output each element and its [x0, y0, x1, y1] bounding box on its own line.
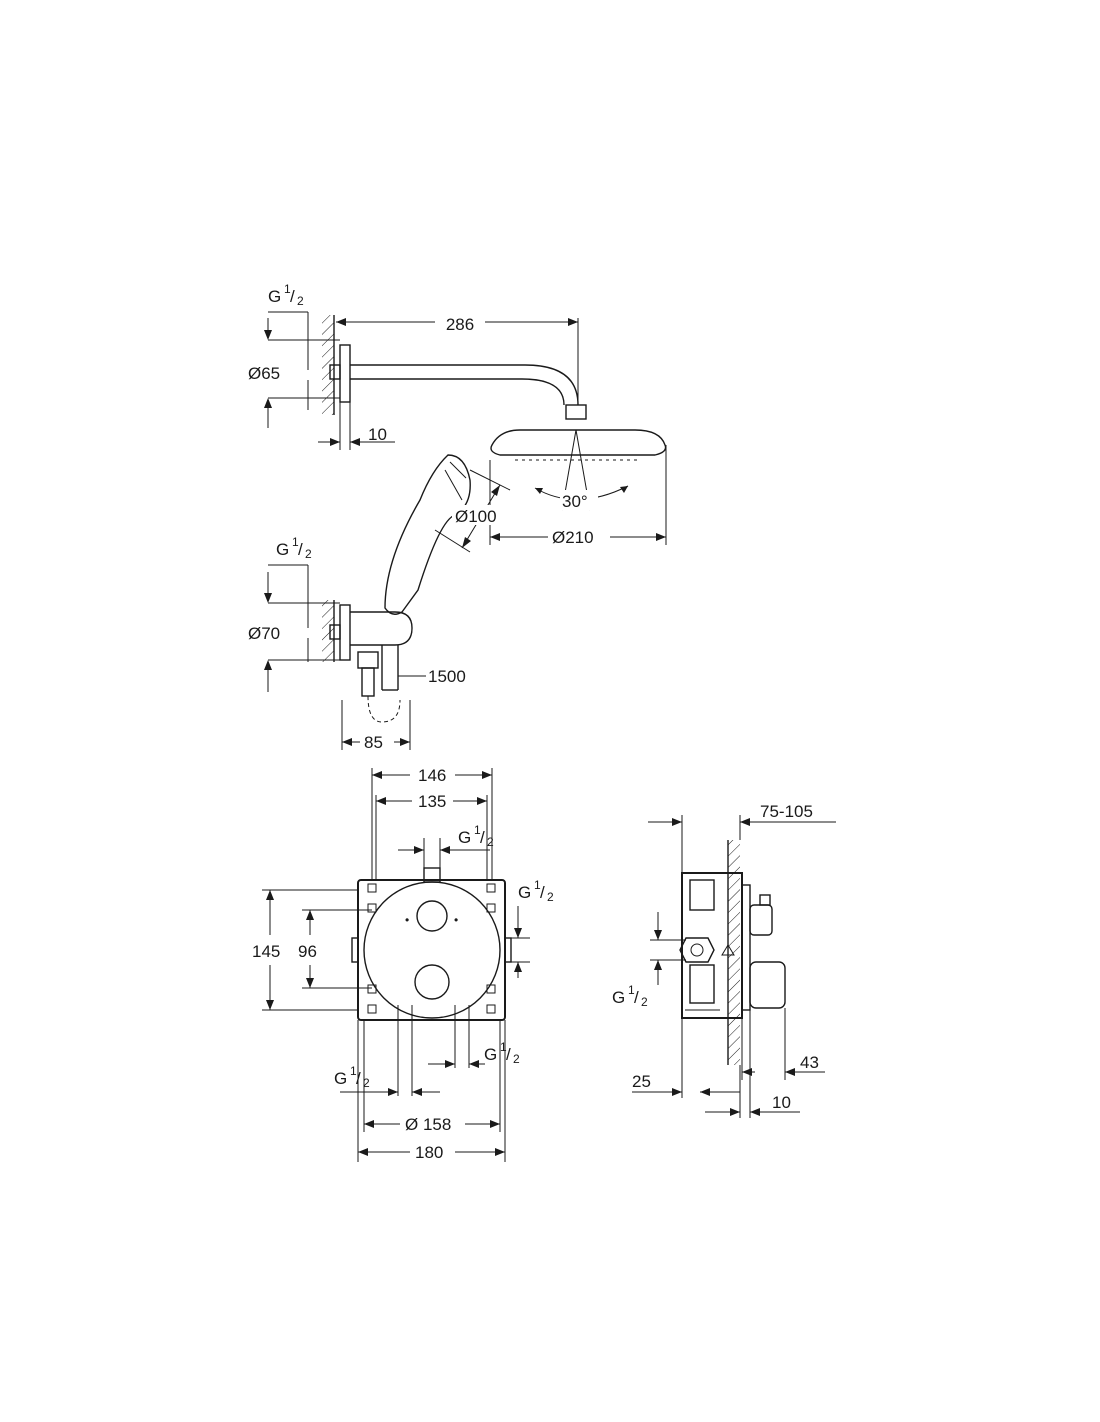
- mixer-plate-width-label: 180: [415, 1143, 443, 1162]
- dim-side-depth-a: 25: [632, 1018, 741, 1118]
- svg-text:/: /: [506, 1045, 511, 1064]
- shower-arm-assembly: [322, 315, 667, 511]
- mixer-top-thread-main: G: [458, 828, 471, 847]
- dim-mixer-width-outer: 146: [371, 766, 493, 880]
- dim-mixer-top-thread: G 1 / 2: [398, 823, 494, 868]
- arm-thread-den: 2: [297, 294, 304, 308]
- mixer-bottom-left-thread-main: G: [334, 1069, 347, 1088]
- hose-length-label: 1500: [428, 667, 466, 686]
- arm-thread-sup: 1: [284, 282, 291, 296]
- arm-flange: [339, 344, 351, 403]
- mixer-width-outer-label: 146: [418, 766, 446, 785]
- dim-arm-length: 286: [336, 312, 579, 405]
- mixer-height-inner-label: 96: [298, 942, 317, 961]
- mixer-right-thread-sup: 1: [534, 878, 541, 892]
- upper-knob: [416, 900, 448, 932]
- dim-hand-diameter: Ø100: [434, 469, 511, 553]
- side-thread-sup: 1: [628, 983, 635, 997]
- side-thread-den: 2: [641, 995, 648, 1009]
- dim-mixer-right-thread: G 1 / 2: [511, 878, 554, 978]
- dim-side-depth-c: 10: [705, 1010, 800, 1118]
- mixer-right-thread-main: G: [518, 883, 531, 902]
- mixer-bottom-left-thread-sup: 1: [350, 1064, 357, 1078]
- mixer-top-thread-den: 2: [487, 835, 494, 849]
- mixer-bottom-left-thread-den: 2: [363, 1076, 370, 1090]
- wall-hatch-side: [728, 840, 740, 1065]
- svg-text:/: /: [290, 287, 295, 306]
- dim-arm-thread: G 1 / 2: [264, 282, 309, 428]
- dim-arm-flange-diameter: Ø65: [248, 339, 340, 399]
- outlet-projection-label: 85: [364, 733, 383, 752]
- outlet-diameter-label: Ø70: [248, 624, 280, 643]
- wall-hatch-mid: [322, 600, 334, 662]
- mixer-top-thread-sup: 1: [474, 823, 481, 837]
- dim-hose-length: 1500: [398, 667, 466, 686]
- dim-side-install-depth: 75-105: [648, 802, 836, 873]
- head-shower: [490, 429, 667, 456]
- dim-mixer-height-outer: 145: [252, 889, 358, 1011]
- dim-outlet-projection: 85: [341, 700, 411, 752]
- side-upper-knob: [749, 904, 773, 936]
- hose-nut: [357, 651, 379, 669]
- side-depth-b-label: 43: [800, 1053, 819, 1072]
- hand-diameter-label: Ø100: [455, 507, 497, 526]
- side-depth-c-label: 10: [772, 1093, 791, 1112]
- dim-mixer-plate-width: 180: [357, 1020, 506, 1162]
- dim-outlet-thread: G 1 / 2: [264, 535, 340, 692]
- mixer-front-view: • •: [351, 867, 512, 1021]
- outlet-thread-main: G: [276, 540, 289, 559]
- dim-mixer-width-inner: 135: [375, 792, 488, 880]
- svg-text:/: /: [298, 540, 303, 559]
- head-diameter-label: Ø210: [552, 528, 594, 547]
- arm-length-label: 286: [446, 315, 474, 334]
- mixer-bottom-right-thread-sup: 1: [500, 1040, 507, 1054]
- wall-outlet: [339, 604, 351, 661]
- dim-side-depth-b: 43: [741, 1008, 825, 1080]
- svg-text:•: •: [405, 913, 409, 927]
- svg-text:/: /: [480, 828, 485, 847]
- side-inlet-nut: [679, 937, 715, 963]
- mixer-side-view: [679, 840, 786, 1065]
- mixer-plate-diameter-label: Ø 158: [405, 1115, 451, 1134]
- arm-flange-depth-label: 10: [368, 425, 387, 444]
- mixer-width-inner-label: 135: [418, 792, 446, 811]
- outlet-thread-den: 2: [305, 547, 312, 561]
- dim-arm-flange-depth: 10: [318, 402, 395, 450]
- head-angle-label: 30°: [562, 492, 588, 511]
- mixer-cover-circle: [363, 881, 501, 1019]
- side-install-depth-label: 75-105: [760, 802, 813, 821]
- svg-text:/: /: [634, 988, 639, 1007]
- mixer-height-outer-label: 145: [252, 942, 280, 961]
- arm-flange-diameter-label: Ø65: [248, 364, 280, 383]
- shower-arm: [350, 364, 579, 406]
- dim-mixer-height-inner: 96: [298, 909, 372, 989]
- mixer-right-thread-den: 2: [547, 890, 554, 904]
- hand-shower-assembly: [322, 454, 471, 723]
- side-thread-main: G: [612, 988, 625, 1007]
- mixer-bottom-right-thread-main: G: [484, 1045, 497, 1064]
- dim-side-thread: G 1 / 2: [612, 912, 686, 1009]
- dim-head-diameter: Ø210: [489, 445, 667, 547]
- hand-shower: [384, 454, 471, 615]
- svg-text:•: •: [454, 913, 458, 927]
- outlet-thread-sup: 1: [292, 535, 299, 549]
- svg-text:/: /: [540, 883, 545, 902]
- dim-head-angle: 30°: [560, 490, 598, 511]
- dim-outlet-diameter: Ø70: [248, 624, 280, 643]
- dim-mixer-bottom-threads: G 1 / 2 G 1 / 2: [334, 1005, 520, 1096]
- dim-mixer-plate-diameter: Ø 158: [363, 1020, 501, 1134]
- mixer-bottom-right-thread-den: 2: [513, 1052, 520, 1066]
- arm-thread-main: G: [268, 287, 281, 306]
- side-lower-knob: [749, 961, 786, 1009]
- side-depth-a-label: 25: [632, 1072, 651, 1091]
- lower-knob: [414, 964, 450, 1000]
